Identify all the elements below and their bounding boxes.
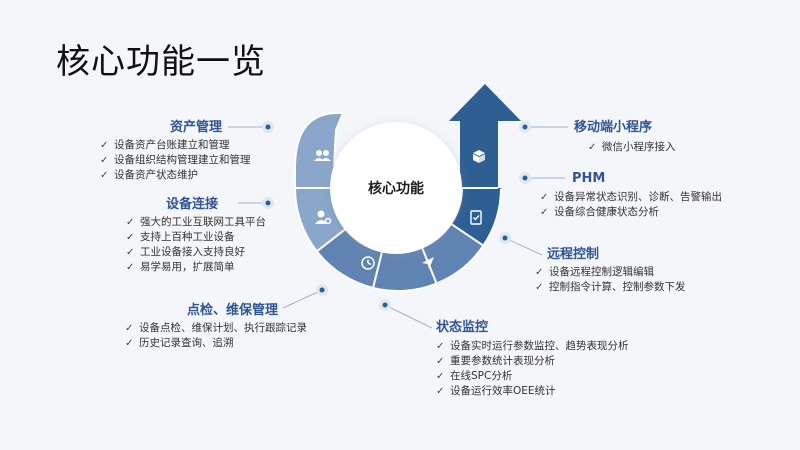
list-item: ✓设备综合健康状态分析 (540, 206, 659, 218)
list-item: ✓在线SPC分析 (436, 370, 513, 382)
checklist-icon (470, 210, 482, 225)
feature-mobile-heading: 移动端小程序 (574, 120, 653, 135)
feature-asset: 资产管理 ✓设备资产台账建立和管理 ✓设备组织结构管理建立和管理 ✓设备资产状态… (100, 120, 251, 183)
check-icon: ✓ (436, 341, 445, 352)
feature-remote: 远程控制 ✓设备远程控制逻辑编辑 ✓控制指令计算、控制参数下发 (535, 247, 686, 295)
feature-connect: 设备连接 ✓强大的工业互联网工具平台 ✓支持上百种工业设备 ✓工业设备接入支持良… (126, 197, 266, 275)
feature-connect-list: ✓强大的工业互联网工具平台 ✓支持上百种工业设备 ✓工业设备接入支持良好 ✓易学… (126, 215, 266, 275)
connector-lines (228, 126, 568, 329)
list-item: ✓易学易用，扩展简单 (126, 261, 235, 273)
feature-asset-heading: 资产管理 (170, 120, 223, 135)
feature-phm-list: ✓设备异常状态识别、诊断、告警输出 ✓设备综合健康状态分析 (540, 190, 722, 220)
check-icon: ✓ (125, 323, 134, 334)
feature-inspect-heading: 点检、维保管理 (187, 303, 279, 318)
list-item: ✓设备远程控制逻辑编辑 (535, 266, 654, 278)
list-item: ✓设备组织结构管理建立和管理 (100, 154, 251, 166)
feature-monitor-heading: 状态监控 (436, 320, 489, 335)
list-item: ✓设备实时运行参数监控、趋势表现分析 (436, 340, 629, 352)
feature-mobile-list: ✓微信小程序接入 (574, 140, 676, 155)
feature-monitor: 状态监控 ✓设备实时运行参数监控、趋势表现分析 ✓重要参数统计表现分析 ✓在线S… (436, 320, 629, 399)
list-item: ✓控制指令计算、控制参数下发 (535, 281, 686, 293)
list-item: ✓设备资产状态维护 (100, 169, 198, 181)
arrow-head (449, 84, 521, 121)
check-icon: ✓ (436, 371, 445, 382)
list-item: ✓工业设备接入支持良好 (126, 246, 245, 258)
send-icon (422, 257, 434, 269)
box-icon (473, 150, 485, 163)
list-item: ✓重要参数统计表现分析 (436, 355, 555, 367)
check-icon: ✓ (436, 356, 445, 367)
people-icon (314, 150, 331, 161)
list-item: ✓设备资产台账建立和管理 (100, 139, 230, 151)
center-hub (330, 122, 462, 254)
check-icon: ✓ (540, 207, 549, 218)
check-icon: ✓ (100, 170, 109, 181)
list-item: ✓微信小程序接入 (588, 141, 676, 153)
check-icon: ✓ (535, 267, 544, 278)
list-item: ✓设备运行效率OEE统计 (436, 385, 556, 397)
list-item: ✓支持上百种工业设备 (126, 231, 235, 243)
feature-phm-heading: PHM (572, 171, 606, 186)
feature-inspect-list: ✓设备点检、维保计划、执行跟踪记录 ✓历史记录查询、追溯 (125, 321, 307, 351)
list-item: ✓历史记录查询、追溯 (125, 337, 234, 349)
feature-connect-heading: 设备连接 (166, 197, 219, 212)
list-item: ✓强大的工业互联网工具平台 (126, 216, 266, 228)
check-icon: ✓ (100, 155, 109, 166)
check-icon: ✓ (126, 262, 135, 273)
feature-mobile: 移动端小程序 ✓微信小程序接入 (574, 120, 676, 155)
check-icon: ✓ (436, 386, 445, 397)
clock-icon (361, 256, 375, 270)
check-icon: ✓ (588, 142, 597, 153)
check-icon: ✓ (126, 247, 135, 258)
check-icon: ✓ (126, 217, 135, 228)
check-icon: ✓ (126, 232, 135, 243)
feature-remote-list: ✓设备远程控制逻辑编辑 ✓控制指令计算、控制参数下发 (535, 265, 686, 295)
user-gear-icon (315, 210, 332, 225)
feature-monitor-list: ✓设备实时运行参数监控、趋势表现分析 ✓重要参数统计表现分析 ✓在线SPC分析 … (436, 339, 629, 399)
feature-phm: PHM ✓设备异常状态识别、诊断、告警输出 ✓设备综合健康状态分析 (540, 171, 722, 220)
check-icon: ✓ (535, 282, 544, 293)
check-icon: ✓ (100, 140, 109, 151)
page-title: 核心功能一览 (56, 42, 266, 82)
feature-inspect: 点检、维保管理 ✓设备点检、维保计划、执行跟踪记录 ✓历史记录查询、追溯 (125, 303, 307, 351)
feature-remote-heading: 远程控制 (547, 247, 600, 262)
connector-dots (262, 121, 531, 311)
check-icon: ✓ (125, 338, 134, 349)
list-item: ✓设备异常状态识别、诊断、告警输出 (540, 191, 722, 203)
check-icon: ✓ (540, 192, 549, 203)
center-label: 核心功能 (368, 180, 424, 197)
list-item: ✓设备点检、维保计划、执行跟踪记录 (125, 322, 307, 334)
feature-asset-list: ✓设备资产台账建立和管理 ✓设备组织结构管理建立和管理 ✓设备资产状态维护 (100, 138, 251, 183)
